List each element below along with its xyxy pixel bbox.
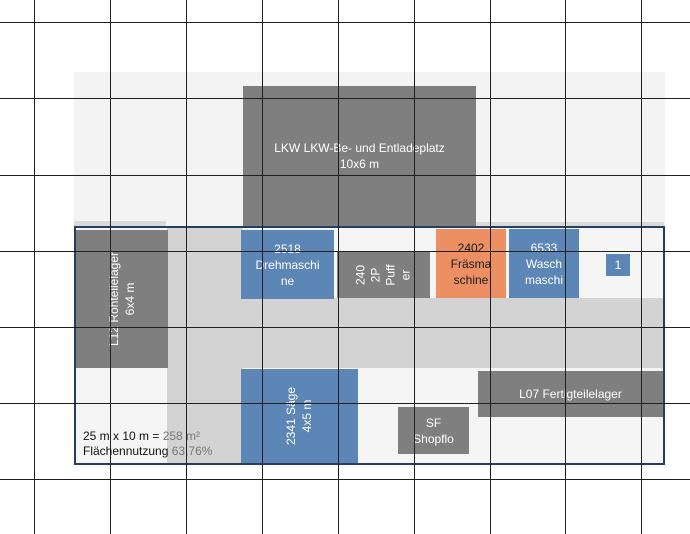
sf-label-line2: Shopflo [413, 431, 454, 446]
m2518-label-line2: Drehmaschi [255, 257, 320, 272]
puffer-label-line1: 240 [353, 264, 368, 285]
area-dimensions: 25 m x 10 m = 258 m² [83, 429, 253, 444]
grid-line-vertical [338, 0, 339, 534]
sf-shopfloor[interactable]: SF Shopflo [398, 407, 469, 454]
m6533-label-line1: 6533 [530, 240, 558, 255]
area-dimensions-prefix: 25 m x 10 m = [83, 429, 163, 443]
l12-raw-parts-storage[interactable]: L12 Rohteilelager 6x4 m [76, 230, 168, 368]
m2402-label-line2: Fräsma [450, 256, 492, 271]
hall-top-strip [74, 221, 166, 227]
grid-line-vertical [110, 0, 111, 534]
grid-line-horizontal [0, 22, 690, 23]
m6533-label-line2: Wasch [525, 256, 563, 271]
m2341-label-line2: 4x5 m [300, 399, 315, 433]
grid-line-horizontal [0, 327, 690, 328]
hall-top-strip-right [476, 222, 664, 227]
lkw-label-line1: LKW LKW-Be- und Entladeplatz [274, 141, 445, 155]
l12-label-line2: 6x4 m [123, 282, 138, 316]
grid-line-vertical [186, 0, 187, 534]
l07-finished-parts-storage[interactable]: L07 Fertigteilelager [478, 371, 663, 417]
area-usage-value: 63,76% [168, 444, 213, 458]
m6533-label-line3: maschi [524, 272, 563, 287]
buffer-2402p[interactable]: 240 2P Puff er [337, 251, 430, 298]
l12-label-line1: L12 Rohteilelager [107, 251, 122, 347]
m2518-label-line3: ne [280, 273, 295, 288]
grid-line-vertical [641, 0, 642, 534]
puffer-label-line3: Puff [383, 263, 398, 286]
area-usage: Flächennutzung 63,76% [83, 444, 253, 459]
grid-line-horizontal [0, 479, 690, 480]
grid-line-vertical [262, 0, 263, 534]
puffer-label-line2: 2P [368, 267, 383, 282]
sf-label-line1: SF [425, 415, 442, 430]
l07-label: L07 Fertigteilelager [519, 387, 622, 401]
m2402-label-line3: schine [453, 272, 489, 287]
hall-outline [74, 226, 665, 465]
grid-line-horizontal [0, 98, 690, 99]
station-1-label: 1 [614, 258, 622, 272]
grid-line-horizontal [0, 175, 690, 176]
machine-2341-saw[interactable]: 2341 Säge 4x5 m [241, 369, 358, 463]
grid-line-vertical [490, 0, 491, 534]
machine-6533-washer[interactable]: 6533 Wasch maschi [509, 229, 579, 298]
area-dimensions-value: 258 m² [162, 429, 201, 443]
grid-line-horizontal [0, 251, 690, 252]
puffer-label-line4: er [398, 269, 413, 280]
grid-line-vertical [414, 0, 415, 534]
area-usage-prefix: Flächennutzung [83, 444, 169, 458]
lkw-loading-area[interactable]: LKW LKW-Be- und Entladeplatz 10x6 m [243, 86, 476, 226]
area-info: 25 m x 10 m = 258 m² Flächennutzung 63,7… [83, 429, 253, 459]
m2341-label-line1: 2341 Säge [284, 386, 299, 446]
machine-2402-milling[interactable]: 2402 Fräsma schine [436, 229, 506, 298]
grid-line-vertical [34, 0, 35, 534]
m2518-label-line1: 2518 [274, 241, 301, 256]
grid-line-horizontal [0, 403, 690, 404]
m2402-label-line1: 2402 [457, 240, 485, 255]
grid-line-vertical [565, 0, 566, 534]
aisle-horizontal [167, 298, 664, 368]
station-1[interactable]: 1 [606, 254, 630, 276]
machine-2518-lathe[interactable]: 2518 Drehmaschi ne [241, 230, 334, 299]
lkw-label-line2: 10x6 m [339, 157, 380, 171]
